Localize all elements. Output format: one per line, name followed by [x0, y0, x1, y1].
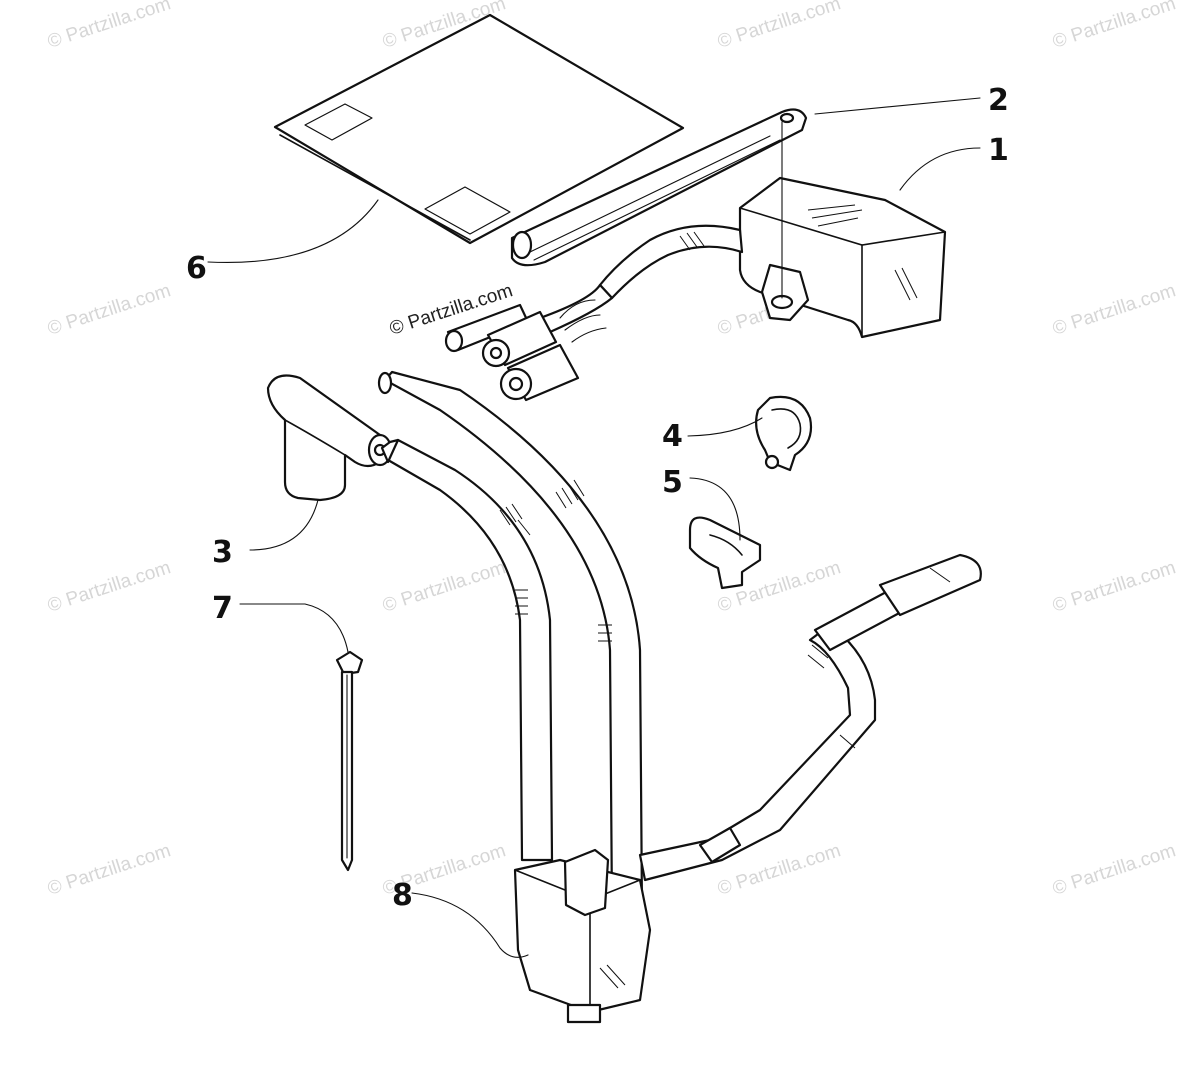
watermark: © Partzilla.com — [380, 557, 508, 617]
watermark: © Partzilla.com — [45, 280, 173, 340]
part-4-clamp[interactable] — [755, 395, 813, 472]
watermark: © Partzilla.com — [45, 0, 173, 53]
part-6-decal-sheet[interactable] — [273, 13, 685, 245]
callout-7: 7 — [212, 591, 233, 626]
part-5-cable-holder[interactable] — [688, 516, 762, 590]
part-2-strap[interactable] — [510, 108, 808, 267]
part-8-ignition-coil[interactable] — [377, 370, 982, 1024]
watermark: © Partzilla.com — [45, 840, 173, 900]
callout-1: 1 — [988, 133, 1009, 168]
part-7-cable-tie[interactable] — [335, 650, 364, 872]
callout-6: 6 — [186, 251, 207, 286]
leader-lines — [207, 97, 981, 958]
watermark: © Partzilla.com — [715, 0, 843, 53]
callout-2: 2 — [988, 83, 1009, 118]
part-3-spark-plug-cap[interactable] — [266, 374, 393, 502]
watermark: © Partzilla.com — [1050, 280, 1178, 340]
callout-4: 4 — [662, 419, 683, 454]
watermark: © Partzilla.com — [1050, 557, 1178, 617]
callout-5: 5 — [662, 465, 683, 500]
callout-labels: 1 2 3 4 5 6 7 8 — [186, 83, 1009, 913]
watermark: © Partzilla.com — [1050, 0, 1178, 53]
callout-3: 3 — [212, 535, 233, 570]
part-1-cdi-module[interactable] — [444, 121, 947, 402]
watermark: © Partzilla.com — [1050, 840, 1178, 900]
watermark: © Partzilla.com — [45, 557, 173, 617]
callout-8: 8 — [392, 878, 413, 913]
